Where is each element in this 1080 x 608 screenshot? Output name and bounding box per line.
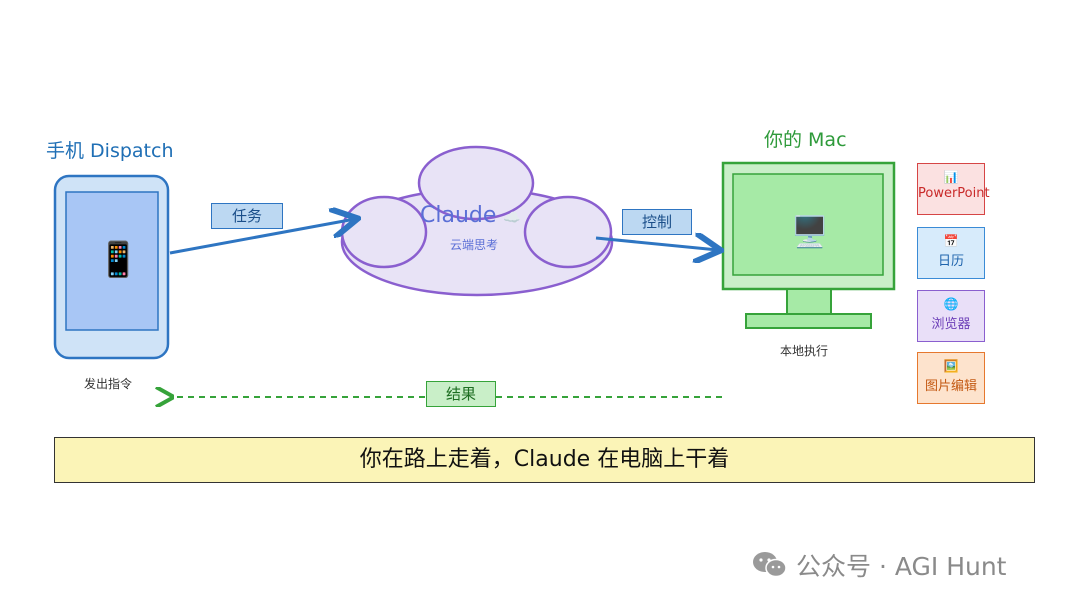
cloud-icon: ☁️ xyxy=(503,210,521,226)
desktop-computer-icon: 🖥️ xyxy=(791,215,829,250)
app-name: 图片编辑 xyxy=(924,379,977,394)
globe-icon: 🌐 xyxy=(943,297,959,311)
result-label: 结果 xyxy=(426,381,496,407)
summary-banner: 你在路上走着，Claude 在电脑上干着 xyxy=(54,437,1035,483)
phone-title: 手机 Dispatch xyxy=(46,140,174,162)
watermark-text: 公众号 · AGI Hunt xyxy=(796,552,1007,581)
cloud-subtitle: 云端思考 xyxy=(450,238,499,252)
wechat-icon xyxy=(753,552,787,578)
watermark: 公众号 · AGI Hunt xyxy=(752,550,1007,581)
picture-icon: 🖼️ xyxy=(943,359,959,373)
app-calendar: 📅 日历 xyxy=(917,227,985,279)
app-browser: 🌐 浏览器 xyxy=(917,290,985,342)
mobile-phone-icon: 📱 xyxy=(97,240,140,280)
control-label: 控制 xyxy=(622,209,692,235)
app-powerpoint: 📊 PowerPoint xyxy=(917,163,990,215)
phone-device xyxy=(53,174,170,360)
phone-caption: 发出指令 xyxy=(84,377,133,391)
app-image-editor: 🖼️ 图片编辑 xyxy=(917,352,985,404)
control-arrow xyxy=(595,238,718,250)
cloud-title-text: Claude xyxy=(420,203,497,228)
mac-caption: 本地执行 xyxy=(780,344,829,358)
app-name: 日历 xyxy=(937,254,964,269)
bar-chart-icon: 📊 xyxy=(943,170,959,184)
calendar-icon: 📅 xyxy=(943,234,959,248)
cloud-title: Claude ☁️ xyxy=(420,203,521,228)
task-label: 任务 xyxy=(211,203,283,229)
app-name: 浏览器 xyxy=(931,317,971,332)
cloud-shape xyxy=(340,145,614,297)
task-arrow xyxy=(169,219,355,255)
mac-title: 你的 Mac xyxy=(764,129,847,151)
app-name: PowerPoint xyxy=(918,186,990,201)
mac-monitor xyxy=(721,161,896,329)
